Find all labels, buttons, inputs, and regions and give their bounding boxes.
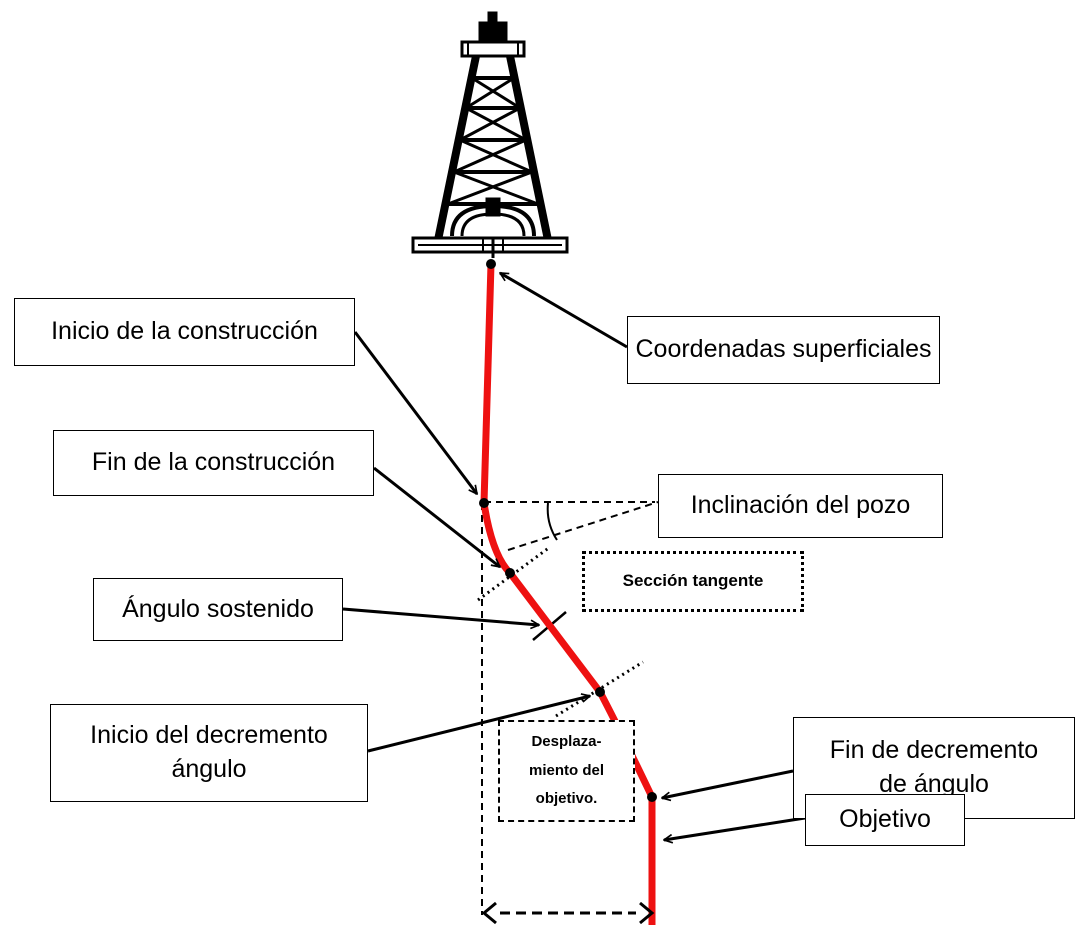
label-target-displacement: Desplaza- miento del objetivo. [498,720,635,822]
surface-point [486,259,496,269]
label-drop-end-text: Fin de decremento de ángulo [829,736,1039,798]
arrow-target [664,816,806,840]
build-end-point [505,568,515,578]
inclination-reference-line [507,501,659,551]
label-build-start: Inicio de la construcción [14,298,355,366]
label-build-end-text: Fin de la construcción [91,448,336,477]
inclination-angle-arc [546,502,558,541]
arrow-build-start [353,331,479,494]
label-target-displacement-text: Desplaza- miento del objetivo. [528,733,604,808]
label-well-inclination-text: Inclinación del pozo [690,491,911,520]
label-tangent-section-text: Sección tangente [622,571,764,591]
drop-end-point [647,792,657,802]
label-surface-coordinates-text: Coordenadas superficiales [635,335,932,364]
kickoff-point [479,498,489,508]
label-well-inclination: Inclinación del pozo [658,474,943,538]
tangent-line-drop-start [555,660,644,718]
label-tangent-section: Sección tangente [582,551,804,612]
label-target-text: Objetivo [839,805,931,834]
arrow-build-end [373,466,500,569]
drilling-rig-icon [411,11,569,258]
label-build-start-text: Inicio de la construcción [51,317,318,346]
label-target: Objetivo [805,794,965,846]
label-drop-start: Inicio del decremento ángulo [50,704,368,802]
label-sustained-angle: Ángulo sostenido [93,578,343,641]
arrow-sustained [342,607,539,625]
arrow-drop-end [662,769,794,798]
arrow-surface [500,271,628,349]
drop-start-point [595,687,605,697]
label-build-end: Fin de la construcción [53,430,374,496]
label-sustained-angle-text: Ángulo sostenido [122,594,314,623]
label-drop-start-text: Inicio del decremento ángulo [90,721,328,783]
arrow-drop-start [367,696,590,753]
label-surface-coordinates: Coordenadas superficiales [627,316,940,384]
